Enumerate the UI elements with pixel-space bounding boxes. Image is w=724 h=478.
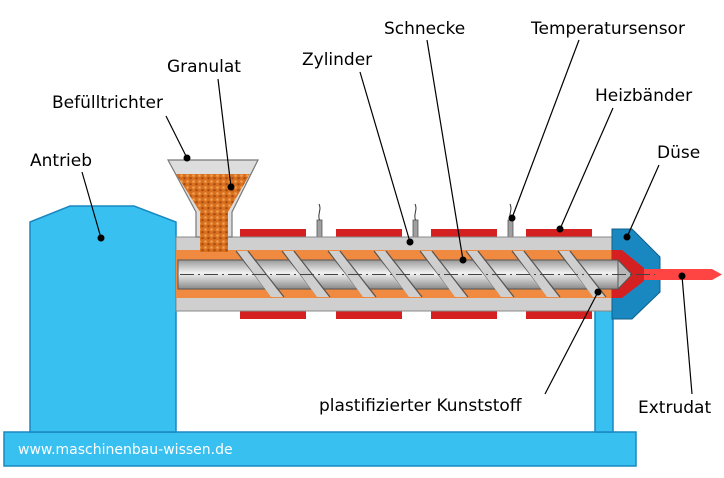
label-extrudat: Extrudat <box>638 398 711 418</box>
leader-lines <box>81 39 693 395</box>
base-plate <box>3 431 637 467</box>
website-url: www.maschinenbau-wissen.de <box>18 442 233 458</box>
label-duese: Düse <box>657 143 700 163</box>
label-zylinder: Zylinder <box>302 50 372 70</box>
label-schnecke: Schnecke <box>384 19 465 39</box>
heater-bands <box>240 229 592 319</box>
hopper <box>166 159 259 252</box>
drive-motor <box>29 205 177 433</box>
support-leg <box>594 307 614 433</box>
label-befuelltrichter: Befülltrichter <box>52 93 163 113</box>
label-kunststoff: plastifizierter Kunststoff <box>319 396 523 416</box>
label-granulat: Granulat <box>167 57 241 77</box>
granulate-fill <box>176 174 250 252</box>
label-heizbaender: Heizbänder <box>595 86 692 106</box>
label-temperatursensor: Temperatursensor <box>530 19 685 39</box>
label-antrieb: Antrieb <box>30 151 92 171</box>
screw <box>177 250 655 298</box>
label-dots <box>97 154 686 296</box>
